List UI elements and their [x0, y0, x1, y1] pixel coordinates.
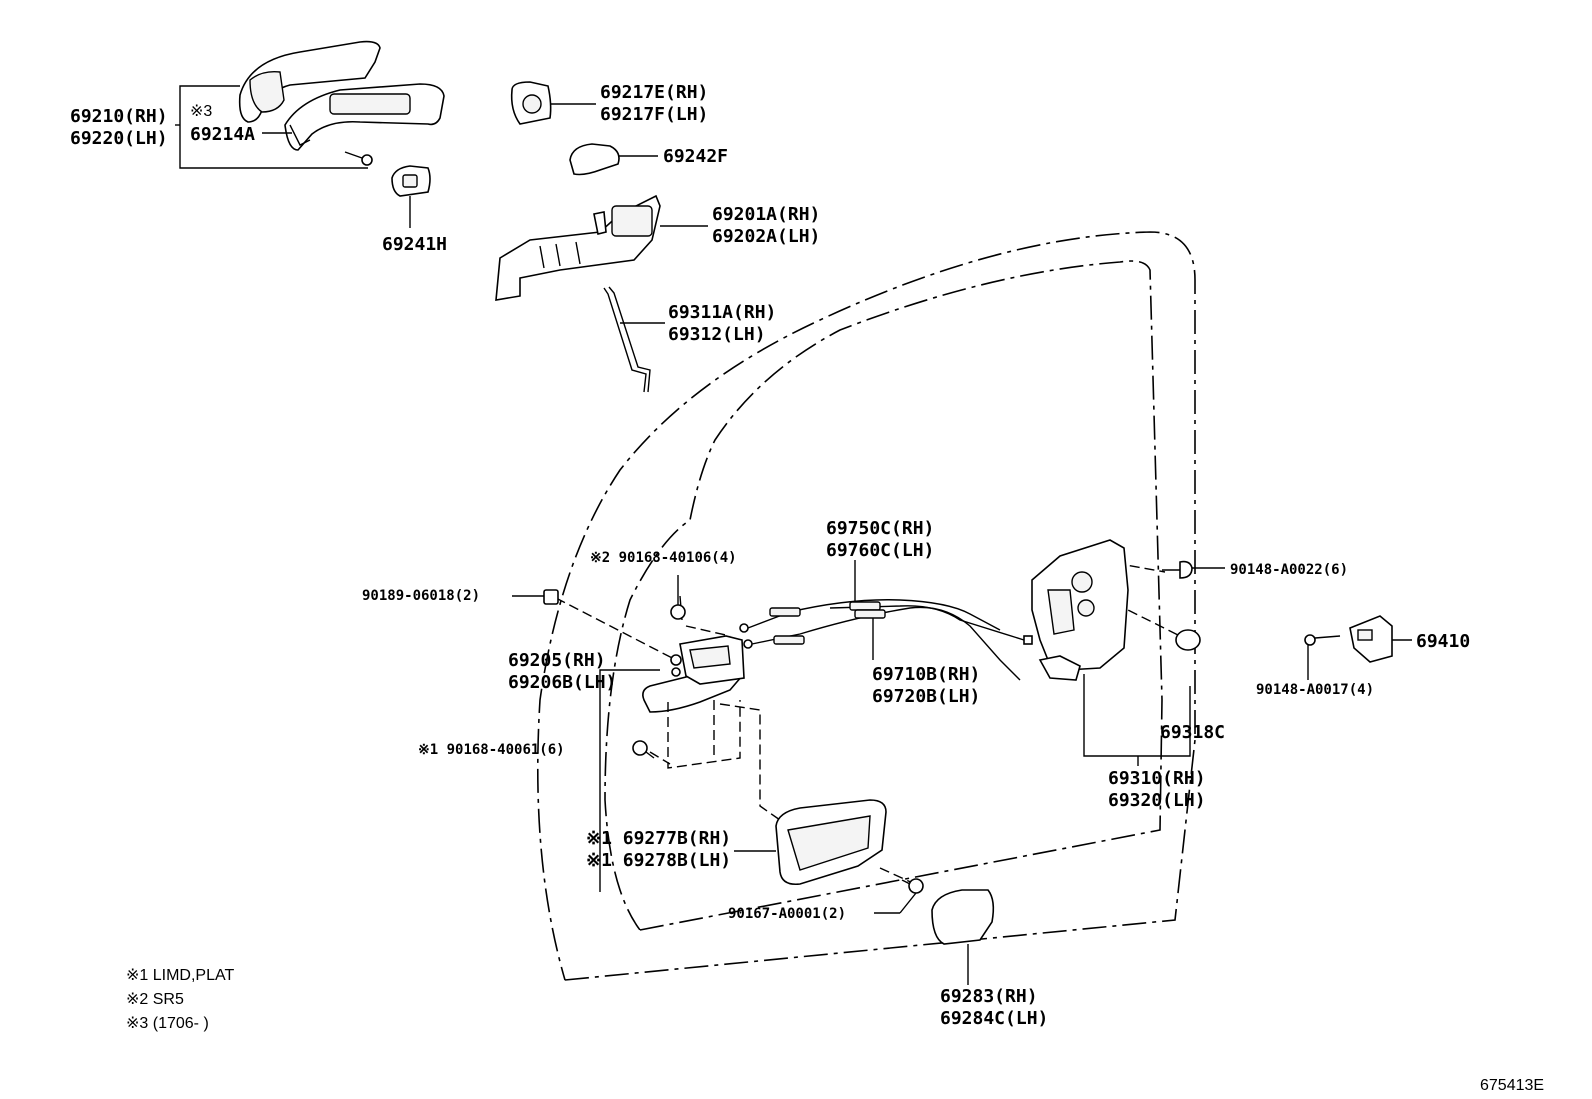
label-69710B: 69710B(RH) — [872, 664, 980, 685]
label-69241H: 69241H — [382, 234, 447, 255]
label-69410: 69410 — [1416, 631, 1470, 652]
label-69318C: 69318C — [1160, 722, 1225, 743]
label-69214A: 69214A — [190, 124, 255, 145]
screw-icon — [632, 740, 655, 759]
label-69206B: 69206B(LH) — [508, 672, 616, 693]
label-90148-A0022: 90148-A0022(6) — [1230, 562, 1348, 578]
bolt-icon — [1162, 560, 1225, 579]
handle-gasket — [569, 143, 658, 176]
group-bracket — [179, 85, 368, 169]
bolt-icon — [1304, 634, 1341, 680]
label-69320: 69320(LH) — [1108, 790, 1206, 811]
label-69760C: 69760C(LH) — [826, 540, 934, 561]
label-69220: 69220(LH) — [70, 128, 168, 149]
note-2: ※2 SR5 — [126, 991, 184, 1008]
label-69277B: ※1 69277B(RH) — [586, 828, 731, 849]
label-69242F: 69242F — [663, 146, 728, 167]
door-lock-assembly — [1031, 539, 1129, 681]
outside-handle-assembly — [238, 40, 445, 166]
label-90148-A0017: 90148-A0017(4) — [1256, 682, 1374, 698]
label-69205: 69205(RH) — [508, 650, 606, 671]
label-69217F: 69217F(LH) — [600, 104, 708, 125]
label-69310: 69310(RH) — [1108, 768, 1206, 789]
label-69720B: 69720B(LH) — [872, 686, 980, 707]
inside-handle-bezel — [734, 799, 887, 886]
cushion — [1175, 629, 1201, 651]
label-69283: 69283(RH) — [940, 986, 1038, 1007]
note-3: ※3 (1706- ) — [126, 1015, 209, 1032]
diagram-id: 675413E — [1480, 1077, 1544, 1094]
note-1: ※1 LIMD,PLAT — [126, 967, 234, 984]
label-69217E: 69217E(RH) — [600, 82, 708, 103]
inside-handle — [642, 635, 745, 769]
door-striker — [1349, 615, 1412, 663]
label-69210: 69210(RH) — [70, 106, 168, 127]
label-90167-A0001: 90167-A0001(2) — [728, 906, 846, 922]
lock-rod — [603, 286, 665, 393]
label-69201A: 69201A(RH) — [712, 204, 820, 225]
bracket-69310 — [1083, 674, 1191, 757]
label-69284C: 69284C(LH) — [940, 1008, 1048, 1029]
key-cylinder-cap — [391, 165, 431, 228]
lock-cylinder — [510, 81, 596, 125]
clip — [512, 589, 559, 605]
label-90168-40106: ※2 90168-40106(4) — [590, 550, 737, 566]
label-69312: 69312(LH) — [668, 324, 766, 345]
lock-cables — [739, 560, 1033, 681]
bracket-69205 — [599, 669, 660, 892]
outside-handle-frame — [495, 194, 708, 301]
label-69202A: 69202A(LH) — [712, 226, 820, 247]
label-69311A: 69311A(RH) — [668, 302, 776, 323]
label-69750C: 69750C(RH) — [826, 518, 934, 539]
label-90189-06018: 90189-06018(2) — [362, 588, 480, 604]
label-90168-40061: ※1 90168-40061(6) — [418, 742, 565, 758]
screw-icon — [899, 878, 924, 914]
note-marker-3: ※3 — [190, 103, 212, 120]
door-outline — [536, 231, 1196, 981]
screw-icon — [361, 154, 373, 166]
screw-icon — [670, 575, 686, 620]
label-69278B: ※1 69278B(LH) — [586, 850, 731, 871]
handle-cap — [931, 889, 995, 985]
